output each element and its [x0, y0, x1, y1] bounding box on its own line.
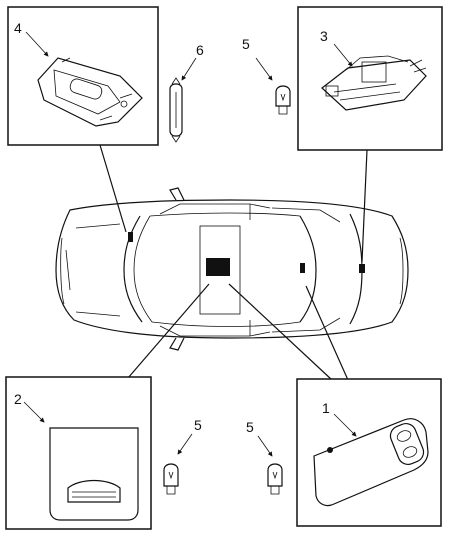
callout-1: 1 — [322, 400, 330, 416]
callout-6: 6 — [196, 42, 204, 58]
detail-box-2: 2 — [5, 376, 152, 530]
leader-lines — [99, 144, 368, 381]
light-marker-rear — [300, 263, 305, 273]
callout-5-bottom-left: 5 — [194, 417, 202, 433]
callout-4: 4 — [14, 20, 22, 36]
light-marker-trunk — [359, 264, 365, 273]
light-marker-map — [206, 258, 230, 276]
light-marker-front — [128, 232, 133, 242]
bulb-5-bottom-right: 5 — [246, 419, 283, 495]
detail-box-3: 3 — [297, 6, 443, 151]
car-top-view — [55, 187, 409, 351]
bulb-5-top: 5 — [242, 36, 291, 115]
callout-5-bottom-right: 5 — [246, 419, 254, 435]
detail-box-1: 1 — [296, 378, 442, 527]
callout-5-top: 5 — [242, 36, 250, 52]
callout-2: 2 — [14, 391, 22, 407]
bulb-6: 6 — [169, 42, 204, 143]
detail-box-4: 4 — [7, 6, 159, 146]
callout-3: 3 — [320, 28, 328, 44]
bulb-5-bottom-left: 5 — [163, 417, 202, 495]
